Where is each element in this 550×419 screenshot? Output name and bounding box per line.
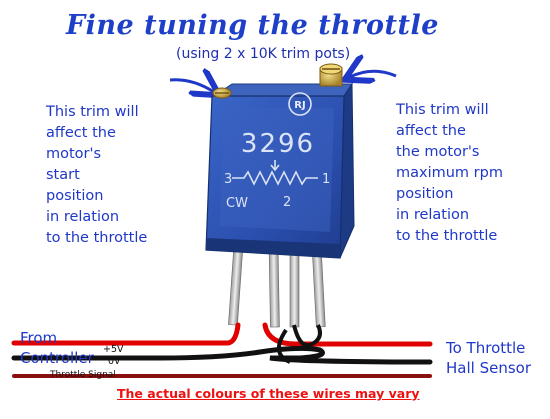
left-note-line: in relation: [46, 209, 120, 225]
left-arrow: [169, 80, 214, 92]
from-label-line: From: [20, 329, 58, 347]
signal-label-0v: 0V: [108, 356, 121, 367]
pot-mark-cw: CW: [226, 196, 248, 211]
signal-label-5v: +5V: [103, 344, 124, 355]
left-note-line: This trim will: [46, 104, 139, 120]
wire-5v-right: [262, 322, 433, 347]
pot-mark-right: 1: [322, 172, 330, 187]
left-note-line: motor's: [46, 146, 102, 162]
from-controller-label: From Controller: [20, 328, 94, 368]
to-label-line: Hall Sensor: [446, 359, 531, 377]
right-arrow: [350, 71, 397, 77]
left-trim-screw: [212, 87, 232, 99]
left-note-line: start: [46, 167, 80, 183]
to-sensor-label: To Throttle Hall Sensor: [446, 338, 531, 378]
pot-logo-ring: [288, 92, 312, 116]
right-note-line: in relation: [396, 207, 470, 223]
pot-pins: [228, 244, 326, 328]
pot-model-number: 3296: [241, 129, 315, 159]
right-note-line: affect the: [396, 123, 466, 139]
diagram-title: Fine tuning the throttle: [66, 10, 439, 41]
right-note-line: This trim will: [396, 102, 489, 118]
right-note-line: to the throttle: [396, 228, 498, 244]
pot-resistor-symbol: [232, 170, 318, 186]
pot-logo: RJ: [294, 100, 305, 111]
left-note-line: to the throttle: [46, 230, 148, 246]
left-note-line: position: [46, 188, 104, 204]
from-label-line: Controller: [20, 349, 94, 367]
wire-colour-warning: The actual colours of these wires may va…: [117, 386, 420, 401]
wire-0v: [11, 345, 433, 365]
right-note-line: maximum rpm: [396, 165, 503, 181]
left-trim-note: This trim will affect the motor's start …: [46, 102, 147, 249]
left-note-line: affect the: [46, 125, 116, 141]
wires: [11, 322, 433, 378]
wire-jumper-cross: [277, 328, 291, 364]
right-note-line: the motor's: [396, 144, 480, 160]
pot-mark-left: 3: [224, 172, 232, 187]
wire-jumper: [292, 324, 322, 348]
to-label-line: To Throttle: [446, 339, 526, 357]
right-trim-note: This trim will affect the the motor's ma…: [396, 100, 503, 247]
pot-mark-pin2: 2: [283, 195, 291, 210]
trim-pot-body: [205, 82, 355, 259]
diagram-subtitle: (using 2 x 10K trim pots): [176, 46, 351, 62]
signal-label-throttle: Throttle Signal: [50, 370, 116, 380]
right-note-line: position: [396, 186, 454, 202]
wire-5v-left: [11, 322, 241, 346]
right-trim-screw: [319, 63, 343, 87]
